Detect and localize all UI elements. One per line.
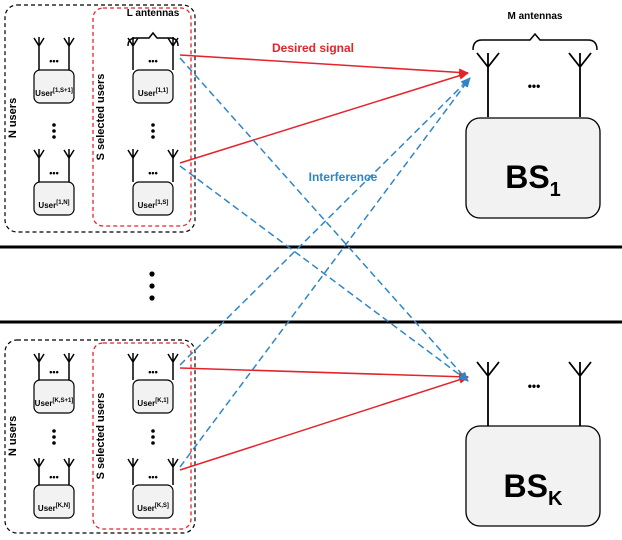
interference-k-1-to-1 [179, 77, 471, 366]
bottom-selected-users-label: S selected users [95, 393, 107, 480]
desired-signal-1-1 [179, 54, 469, 77]
svg-text:User[K,N]: User[K,N] [38, 503, 70, 513]
user-device-1-n: ••• User[1,N] [33, 149, 75, 216]
interference-1-s-to-k [179, 165, 469, 382]
user-device-k-n: ••• User[K,N] [33, 458, 75, 519]
base-station-k: ••• BSK [465, 361, 601, 527]
user-device-k-1: ••• User[K,1] [127, 353, 179, 414]
svg-text:User[K,1]: User[K,1] [137, 398, 168, 408]
svg-text:•••: ••• [148, 168, 157, 178]
base-station-1: ••• BS1 [465, 52, 601, 219]
svg-text:User[1,S]: User[1,S] [138, 200, 169, 210]
user-device-k-s1: ••• User[K,S+1] [33, 353, 75, 414]
bottom-users-vertical-dots [52, 429, 155, 445]
interference-lines [179, 57, 471, 468]
svg-text:BS1: BS1 [505, 159, 561, 201]
svg-text:•••: ••• [49, 56, 58, 66]
svg-text:•••: ••• [49, 472, 58, 482]
svg-text:•••: ••• [49, 367, 58, 377]
svg-text:•••: ••• [528, 79, 541, 93]
user-device-k-s: ••• User[K,S] [127, 458, 179, 519]
l-antennas-label: L antennas [127, 8, 180, 19]
svg-text:•••: ••• [528, 379, 541, 393]
bottom-selected-users-box [92, 342, 192, 530]
top-users-vertical-dots [52, 123, 155, 139]
svg-text:•••: ••• [49, 168, 58, 178]
cells-vertical-dots [149, 271, 155, 301]
svg-text:User[1,S+1]: User[1,S+1] [35, 88, 73, 98]
svg-text:User[K,S]: User[K,S] [137, 503, 169, 513]
interference-1-1-to-k [179, 57, 469, 382]
svg-text:User[K,S+1]: User[K,S+1] [35, 398, 74, 408]
desired-signal-lines [179, 54, 469, 471]
svg-text:•••: ••• [148, 367, 157, 377]
svg-text:BSK: BSK [504, 468, 563, 510]
top-selected-users-box [92, 7, 192, 227]
bottom-n-users-label: N users [7, 416, 19, 456]
top-selected-users-label: S selected users [95, 74, 107, 161]
desired-signal-label: Desired signal [272, 41, 354, 55]
user-device-1-s1: ••• User[1,S+1] [33, 37, 75, 104]
desired-signal-1-s [179, 71, 469, 164]
desired-signal-k-1 [179, 367, 469, 381]
m-antennas-label: M antennas [507, 11, 562, 22]
bottom-n-users-box [4, 339, 196, 534]
svg-text:•••: ••• [148, 56, 157, 66]
interference-label: Interference [309, 170, 378, 184]
user-device-1-1: ••• User[1,1] [127, 37, 179, 104]
user-device-1-s: ••• User[1,S] [127, 149, 179, 216]
svg-text:•••: ••• [148, 472, 157, 482]
desired-signal-k-s [179, 375, 469, 471]
l-antennas-brace [127, 31, 179, 47]
svg-text:User[1,N]: User[1,N] [38, 200, 69, 210]
m-antennas-brace [472, 32, 598, 51]
top-n-users-label: N users [7, 98, 19, 138]
svg-text:User[1,1]: User[1,1] [138, 88, 168, 98]
interference-k-s-to-1 [179, 77, 471, 468]
